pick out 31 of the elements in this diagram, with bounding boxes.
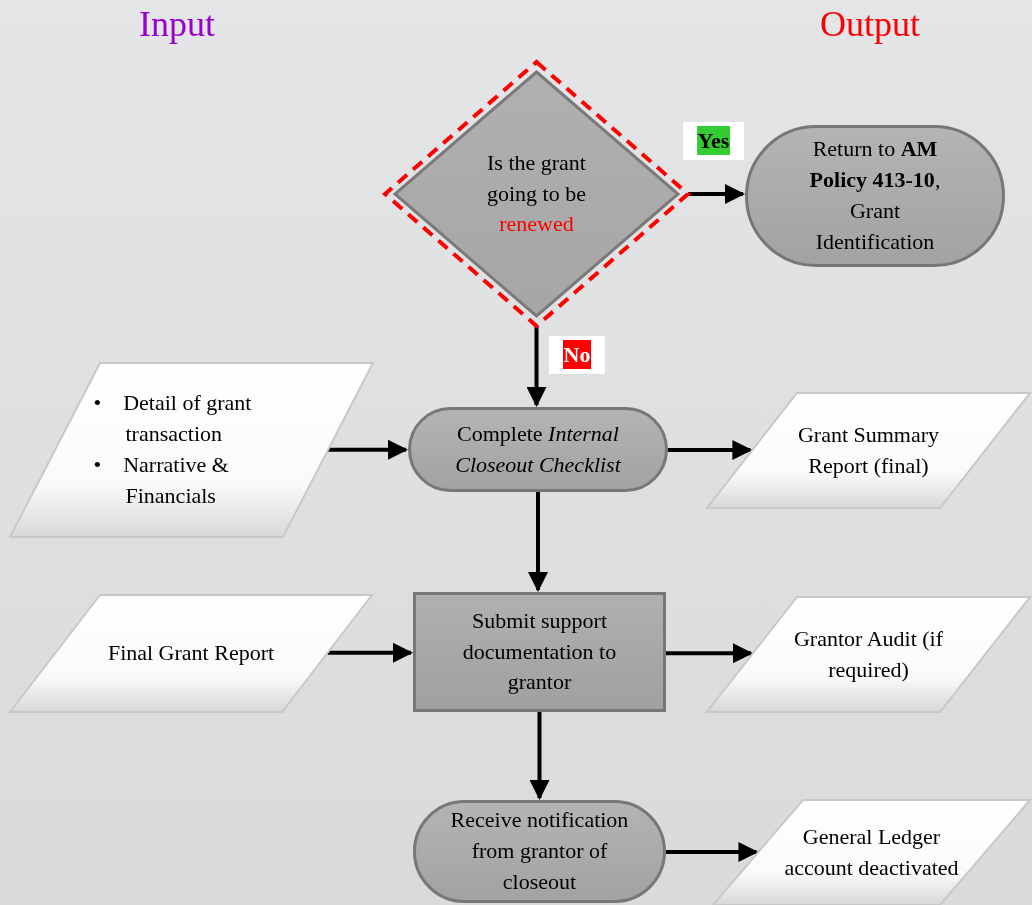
column-heading: Input [139,3,215,45]
arrow [666,643,753,664]
data-parallelogram [10,595,372,712]
node-text: Grantor Audit (if required) [792,624,945,684]
edge-label: No [548,336,606,375]
arrow [528,492,548,592]
node-text: Return to AM Policy 413-10, Grant Identification [808,135,942,256]
node-text: Grant Summary Report (final) [796,420,941,480]
arrow [529,712,550,800]
column-heading: Output [820,3,920,45]
edge-label: Yes [682,122,745,161]
node-text: Final Grant Report [106,639,276,668]
process-box [413,592,666,712]
node-text: Complete Internal Closeout Checklist [454,419,623,479]
bullet-list: • Detail of grant transaction • Narrative & Financials [77,363,306,537]
data-parallelogram [10,363,373,537]
node-text: Submit support documentation to grantor [461,606,618,697]
decision-diamond [385,62,688,326]
node-text: General Ledger account deactivated [783,822,960,882]
arrow [666,842,759,862]
node-text: Is the grant going to be renewed [486,148,587,239]
data-parallelogram [707,597,1030,712]
data-parallelogram [707,393,1030,508]
arrow [328,439,408,460]
arrow [668,440,753,460]
arrow [688,184,745,204]
arrow [526,326,547,407]
data-parallelogram [713,800,1030,905]
terminator-shape [745,125,1005,267]
arrow [327,642,413,663]
node-text: Receive notification from grantor of closeout [449,806,630,896]
